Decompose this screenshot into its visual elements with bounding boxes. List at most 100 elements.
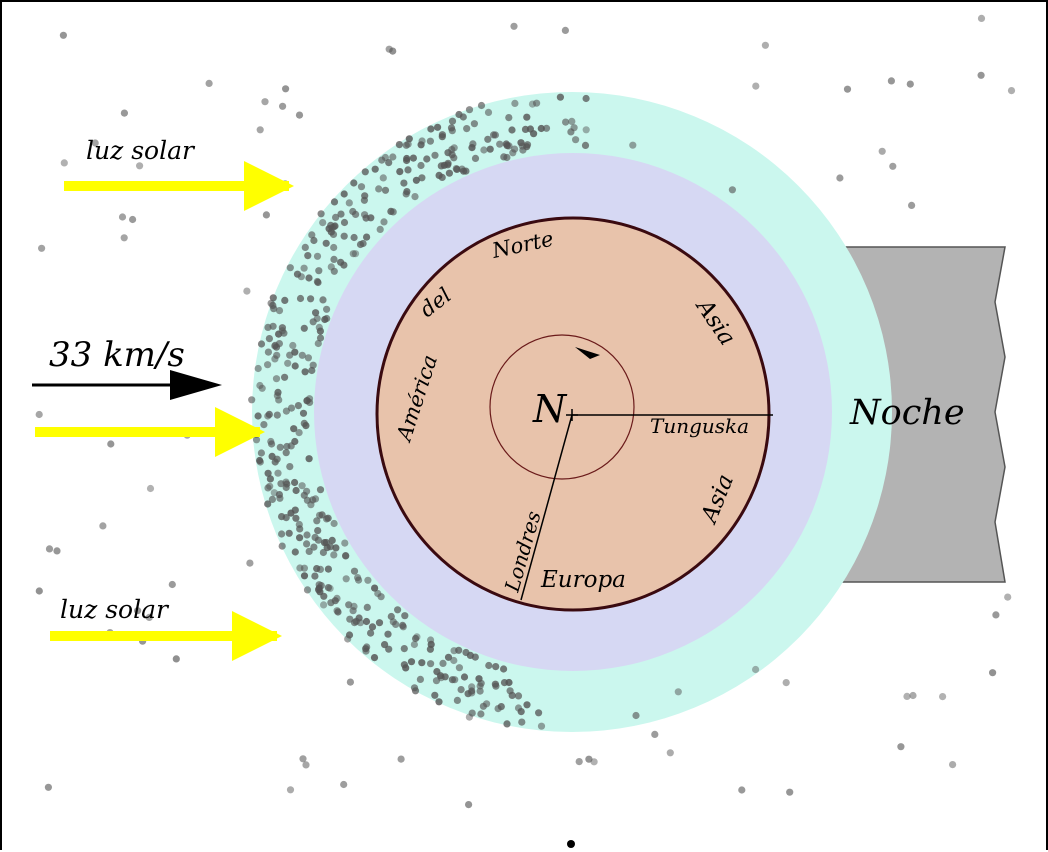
dust-particle <box>379 174 387 182</box>
dust-particle <box>272 375 281 383</box>
dust-particle <box>320 539 329 547</box>
dust-particle <box>266 475 274 483</box>
dust-particle <box>296 525 304 533</box>
dust-particle <box>761 41 770 49</box>
dust-particle <box>333 594 341 603</box>
dust-particle <box>299 409 308 417</box>
dust-particle <box>836 174 844 182</box>
dust-particle <box>438 133 446 141</box>
dust-particle <box>380 218 388 226</box>
dust-particle <box>484 135 492 143</box>
dust-particle <box>402 664 410 672</box>
dust-particle <box>309 318 317 326</box>
sunlight-label-top: luz solar <box>86 136 196 165</box>
dust-particle <box>401 612 409 620</box>
dust-particle <box>276 494 284 502</box>
dust-particle <box>385 45 393 53</box>
dust-particle <box>344 635 352 643</box>
dust-particle <box>897 743 905 751</box>
dust-particle <box>305 274 313 282</box>
dust-particle <box>1007 87 1016 95</box>
dust-particle <box>262 211 270 219</box>
dust-particle <box>470 120 478 128</box>
dust-particle <box>350 179 358 187</box>
dust-particle <box>363 603 371 612</box>
dust-particle <box>319 548 327 557</box>
dust-particle <box>537 722 546 730</box>
dust-particle <box>782 679 790 687</box>
dust-particle <box>427 640 435 649</box>
dust-particle <box>535 709 543 717</box>
dust-particle <box>418 174 426 182</box>
dust-particle <box>476 687 484 695</box>
dust-particle <box>405 135 413 143</box>
dust-particle <box>463 125 471 133</box>
dust-particle <box>909 691 917 700</box>
dust-particle <box>295 429 303 437</box>
dust-particle <box>341 539 349 547</box>
dust-particle <box>282 449 290 457</box>
dust-particle <box>316 511 324 519</box>
dust-particle <box>528 100 537 108</box>
dust-particle <box>376 225 384 233</box>
dust-particle <box>509 149 517 157</box>
dust-particle <box>91 139 99 147</box>
dust-particle <box>465 713 473 721</box>
dust-particle <box>444 149 452 157</box>
dust-particle <box>500 153 508 161</box>
dust-particle <box>350 567 359 575</box>
dust-particle <box>480 146 488 154</box>
dust-particle <box>469 140 477 148</box>
dust-particle <box>460 673 469 681</box>
dust-particle <box>345 199 353 207</box>
dust-particle <box>59 31 67 39</box>
dust-particle <box>450 647 458 655</box>
dust-particle <box>281 373 289 381</box>
dust-particle <box>305 547 313 556</box>
dust-particle <box>120 234 128 242</box>
dust-particle <box>418 137 426 145</box>
dust-particle <box>312 309 320 317</box>
dust-particle <box>363 643 371 651</box>
europe-label: Europa <box>540 567 626 593</box>
dust-particle <box>134 607 142 615</box>
dust-particle <box>282 407 290 415</box>
dust-particle <box>284 359 292 367</box>
small-dot <box>567 840 575 848</box>
dust-particle <box>316 334 325 342</box>
dust-particle <box>738 786 746 794</box>
dust-particle <box>570 124 578 132</box>
dust-particle <box>313 565 321 573</box>
dust-particle <box>310 543 318 551</box>
dust-particle <box>491 131 499 139</box>
dust-particle <box>330 255 338 263</box>
dust-particle <box>264 361 272 369</box>
dust-particle <box>989 669 997 677</box>
dust-particle <box>172 655 180 663</box>
dust-particle <box>269 294 277 302</box>
dust-particle <box>305 455 313 463</box>
dust-particle <box>523 113 531 121</box>
dust-particle <box>465 106 474 114</box>
dust-particle <box>351 250 360 258</box>
dust-particle <box>314 527 322 535</box>
dust-particle <box>418 659 426 667</box>
dust-particle <box>304 252 312 260</box>
dust-particle <box>530 130 538 138</box>
dust-particle <box>977 71 985 79</box>
dust-particle <box>286 264 294 272</box>
dust-particle <box>321 315 329 324</box>
dust-particle <box>265 335 273 343</box>
speed-arrow-head <box>170 370 222 400</box>
dust-particle <box>402 190 410 198</box>
dust-particle <box>274 388 282 396</box>
dust-particle <box>381 641 389 649</box>
dust-particle <box>313 517 321 525</box>
dust-particle <box>300 264 308 272</box>
dust-particle <box>444 653 453 661</box>
dust-particle <box>412 176 420 184</box>
dust-particle <box>340 190 348 198</box>
dust-particle <box>273 411 281 419</box>
dust-particle <box>285 529 293 537</box>
dust-particle <box>360 196 368 204</box>
